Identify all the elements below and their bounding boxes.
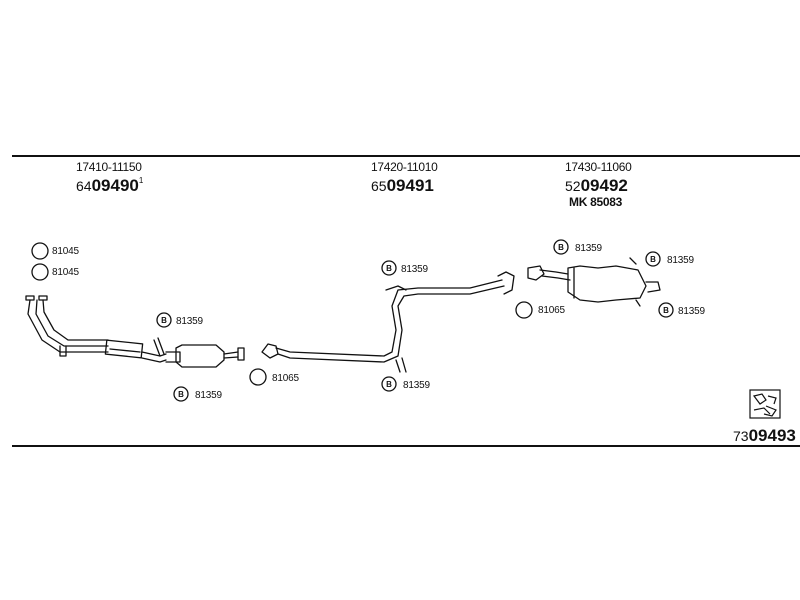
front-pipe (25, 295, 167, 363)
bolt-glyph-6: B (650, 255, 656, 264)
section-3-prefix: 52 (565, 178, 581, 194)
callout-label-5: 81065 (272, 373, 299, 384)
section-1-suffix: 1 (138, 176, 144, 185)
rear-muffler (527, 257, 661, 307)
callout-label-3: 81359 (176, 316, 203, 327)
intermediate-pipe (261, 271, 515, 373)
catalog-logo-icon (749, 389, 781, 419)
bolt-glyph-4: B (386, 380, 392, 389)
clamp-icon-3 (381, 260, 397, 276)
clamp-icon-1 (156, 312, 172, 328)
section-1-ref: 64094901 (76, 177, 143, 195)
gasket-icon-1 (31, 242, 49, 260)
gasket-icon-4 (515, 301, 533, 319)
section-2-part-no: 17420-11010 (371, 160, 438, 174)
section-1-part-no: 17410-11150 (76, 160, 142, 174)
section-2-prefix: 65 (371, 178, 387, 194)
bolt-glyph-5: B (558, 243, 564, 252)
bolt-glyph-2: B (178, 390, 184, 399)
callout-label-9: 81359 (667, 255, 694, 266)
callout-label-6: 81359 (401, 264, 428, 275)
callout-label-2: 81045 (52, 267, 79, 278)
callout-label-7: 81359 (403, 380, 430, 391)
footer-number: 09493 (748, 426, 796, 445)
clamp-icon-6 (645, 251, 661, 267)
callout-label-10: 81065 (538, 305, 565, 316)
callout-label-11: 81359 (678, 306, 705, 317)
section-2-ref: 6509491 (371, 177, 434, 195)
callout-label-4: 81359 (195, 390, 222, 401)
section-3-extra: MK 85083 (569, 195, 622, 209)
clamp-icon-7 (658, 302, 674, 318)
footer-ref: 7309493 (733, 427, 796, 445)
callout-label-1: 81045 (52, 246, 79, 257)
footer-prefix: 73 (733, 428, 749, 444)
top-rule (12, 155, 800, 157)
section-3-ref: 5209492 (565, 177, 628, 195)
gasket-icon-3 (249, 368, 267, 386)
clamp-icon-2 (173, 386, 189, 402)
section-2-number: 09491 (386, 176, 434, 195)
bolt-glyph-3: B (386, 264, 392, 273)
section-3-part-no: 17430-11060 (565, 160, 632, 174)
section-3-number: 09492 (580, 176, 628, 195)
bolt-glyph-7: B (663, 306, 669, 315)
centre-muffler (165, 344, 245, 368)
section-1-prefix: 64 (76, 178, 92, 194)
bolt-glyph-1: B (161, 316, 167, 325)
clamp-icon-4 (381, 376, 397, 392)
gasket-icon-2 (31, 263, 49, 281)
section-1-number: 09490 (91, 176, 139, 195)
clamp-icon-5 (553, 239, 569, 255)
bottom-rule (12, 445, 800, 447)
callout-label-8: 81359 (575, 243, 602, 254)
